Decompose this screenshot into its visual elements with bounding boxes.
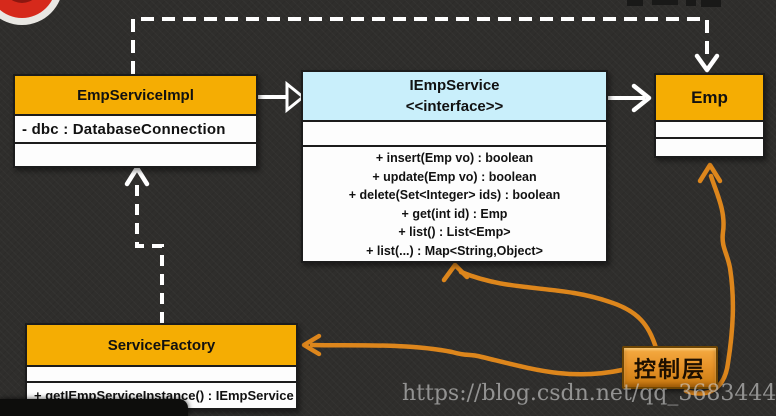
cropped-screen-artifact	[0, 399, 188, 416]
method-list: + list() : List<Emp>	[398, 225, 511, 239]
empty-attributes-row	[656, 122, 763, 139]
empty-methods-row	[15, 144, 256, 166]
cropped-screen-artifact	[686, 0, 696, 6]
attribute-row: - dbc : DatabaseConnection	[15, 116, 256, 144]
interface-box-iempservice[interactable]: IEmpService <<interface>> + insert(Emp v…	[301, 70, 608, 263]
method-update: + update(Emp vo) : boolean	[372, 169, 537, 184]
empty-attributes-row	[303, 122, 606, 147]
method-get: + get(int id) : Emp	[401, 206, 508, 221]
interface-header: IEmpService <<interface>>	[303, 72, 606, 122]
dependency-arrow-servicefactory-to-empserviceimpl	[124, 165, 164, 323]
cropped-screen-artifact	[652, 0, 678, 5]
watermark-url: https://blog.csdn.net/qq_36834445	[402, 381, 776, 406]
cropped-screen-artifact	[627, 0, 643, 6]
attribute-dbc: - dbc : DatabaseConnection	[22, 120, 226, 138]
record-indicator-icon	[0, 0, 60, 25]
control-arrow-to-emp	[683, 162, 736, 396]
empty-methods-row	[656, 139, 763, 156]
class-box-servicefactory[interactable]: ServiceFactory + getIEmpServiceInstance(…	[25, 323, 298, 410]
class-box-empserviceimpl[interactable]: EmpServiceImpl - dbc : DatabaseConnectio…	[13, 74, 258, 168]
interface-name: IEmpService	[409, 77, 500, 94]
class-name-empserviceimpl: EmpServiceImpl	[15, 76, 256, 116]
control-arrow-to-iempservice	[441, 262, 659, 351]
association-arrow-iempservice-to-emp	[608, 83, 652, 113]
class-name-servicefactory: ServiceFactory	[27, 325, 296, 367]
methods-section: + insert(Emp vo) : boolean + update(Emp …	[303, 147, 606, 260]
method-delete: + delete(Set<Integer> ids) : boolean	[348, 188, 561, 202]
class-box-emp[interactable]: Emp	[654, 73, 765, 158]
realization-arrow-empserviceimpl-to-iempservice	[258, 80, 306, 114]
empty-attributes-row	[27, 367, 296, 383]
cropped-screen-artifact	[701, 0, 721, 7]
control-arrow-to-servicefactory	[301, 333, 625, 377]
interface-stereotype: <<interface>>	[405, 98, 504, 115]
class-name-emp: Emp	[656, 75, 763, 122]
dependency-arrow-empserviceimpl-to-emp	[131, 17, 720, 74]
control-layer-badge[interactable]: 控制层	[622, 346, 718, 389]
method-list-map: + list(...) : Map<String,Object>	[366, 243, 543, 258]
method-insert: + insert(Emp vo) : boolean	[375, 151, 534, 165]
